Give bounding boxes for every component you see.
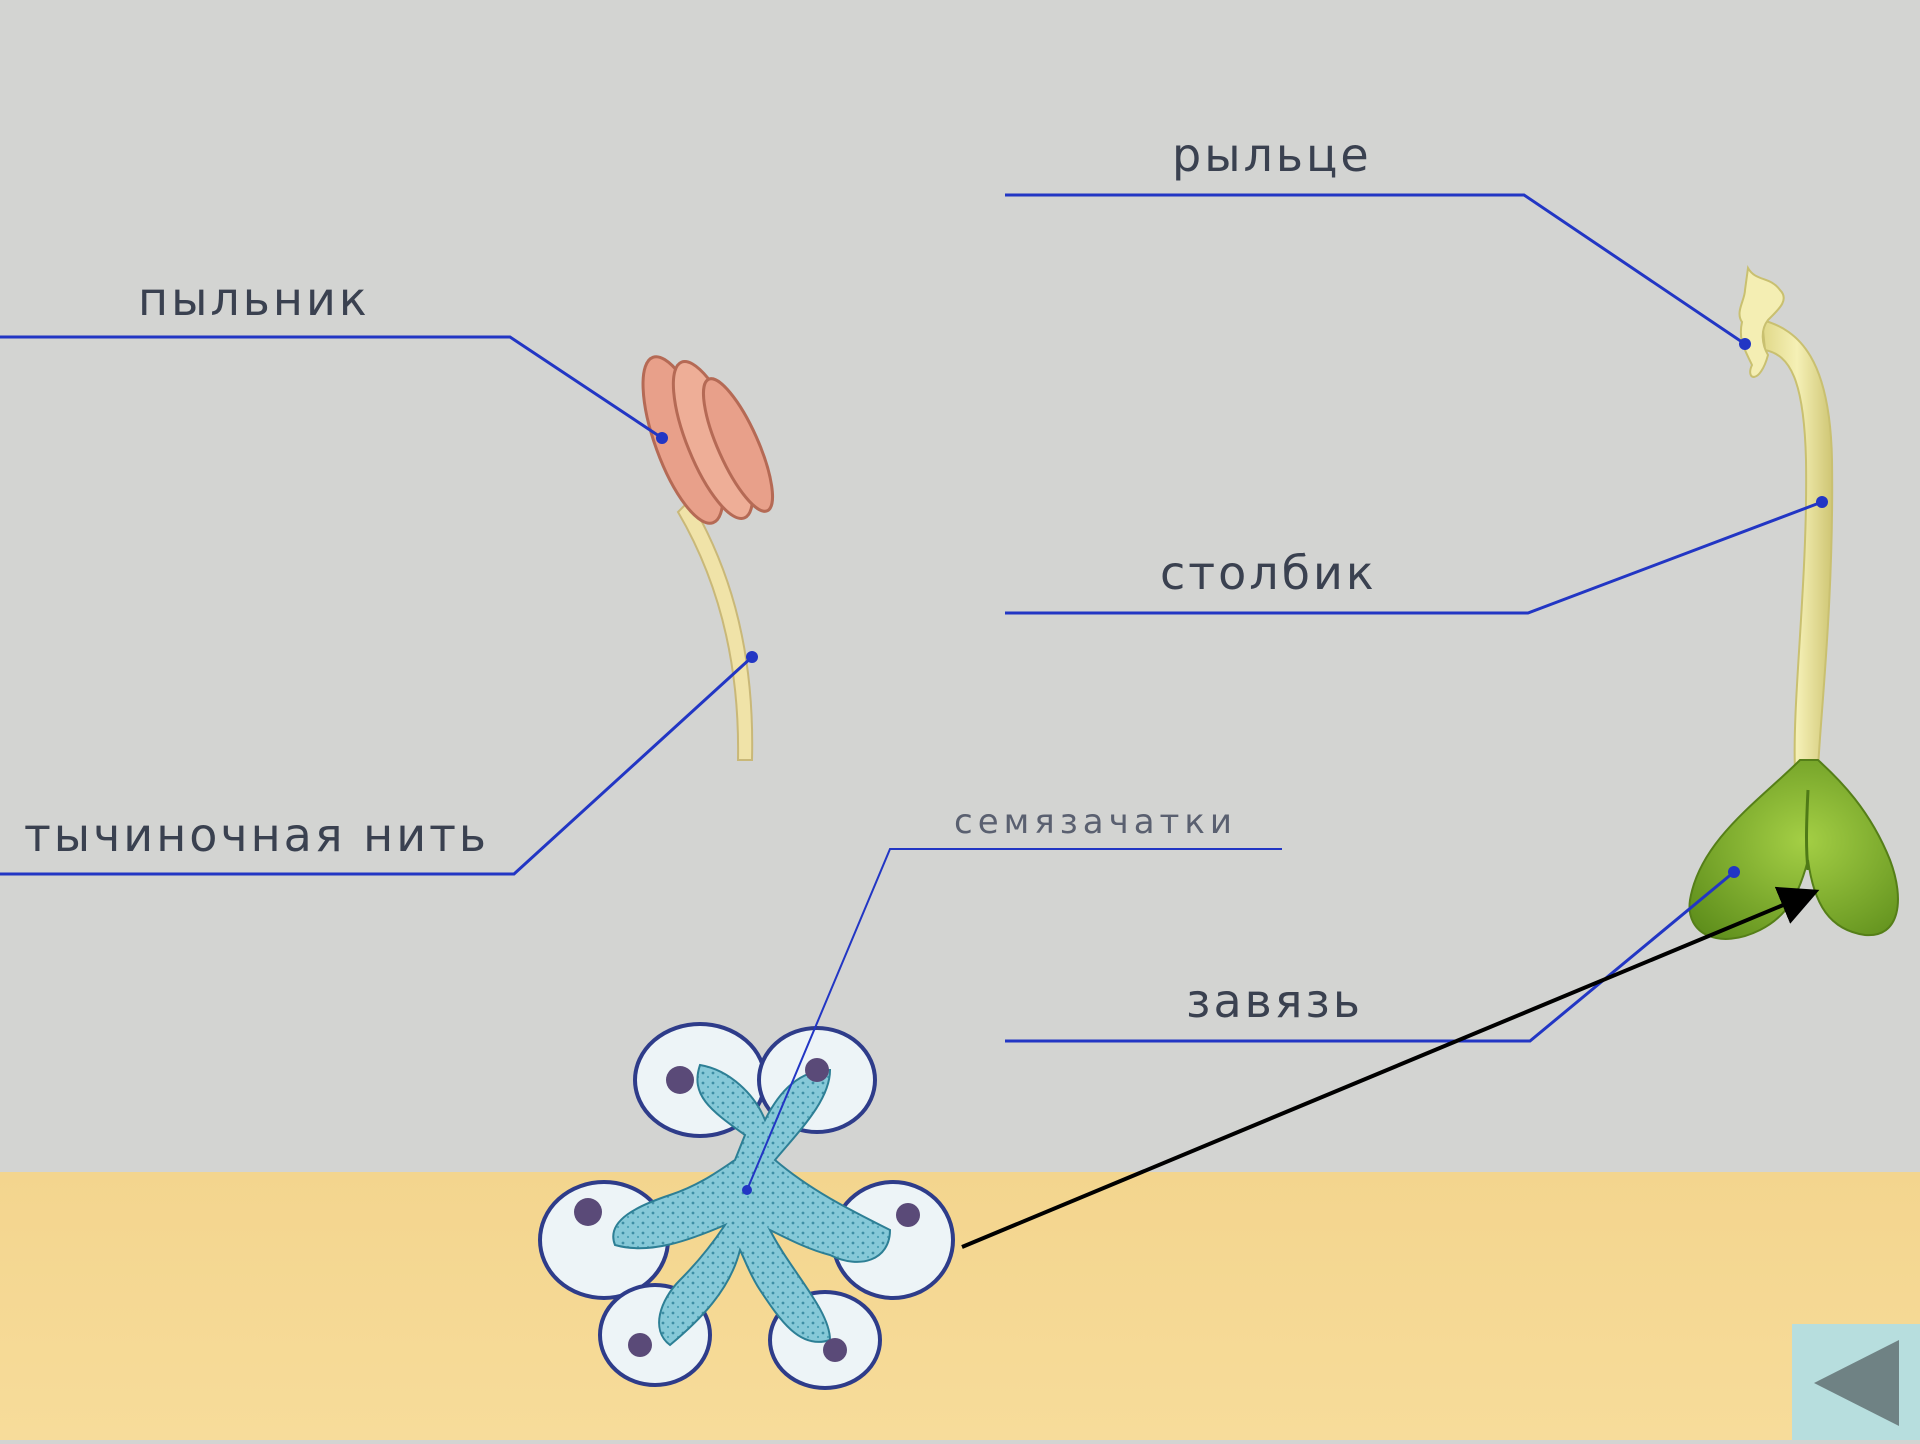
filament-shape [678,500,752,760]
ovary-shape [1690,760,1898,939]
pistil-illustration [1690,268,1898,939]
label-ovary: завязь [1186,974,1363,1028]
stigma-leader [1005,195,1745,344]
label-stigma: рыльце [1172,128,1372,182]
leader-lines [0,195,1822,1190]
stigma-shape [1740,268,1784,377]
ovary-leader [1005,872,1734,1041]
style-shape [1762,320,1832,770]
label-filament: тычиночная нить [24,808,489,862]
style-leader [1005,502,1822,613]
triangle-left-icon [1792,1324,1920,1440]
anther-leader [0,337,662,438]
anther-shape [627,348,786,533]
back-button[interactable] [1792,1324,1920,1440]
label-style: столбик [1160,546,1377,600]
label-ovules: семязачатки [954,802,1237,842]
label-anther: пыльник [138,272,370,326]
bottom-band [0,1172,1920,1440]
